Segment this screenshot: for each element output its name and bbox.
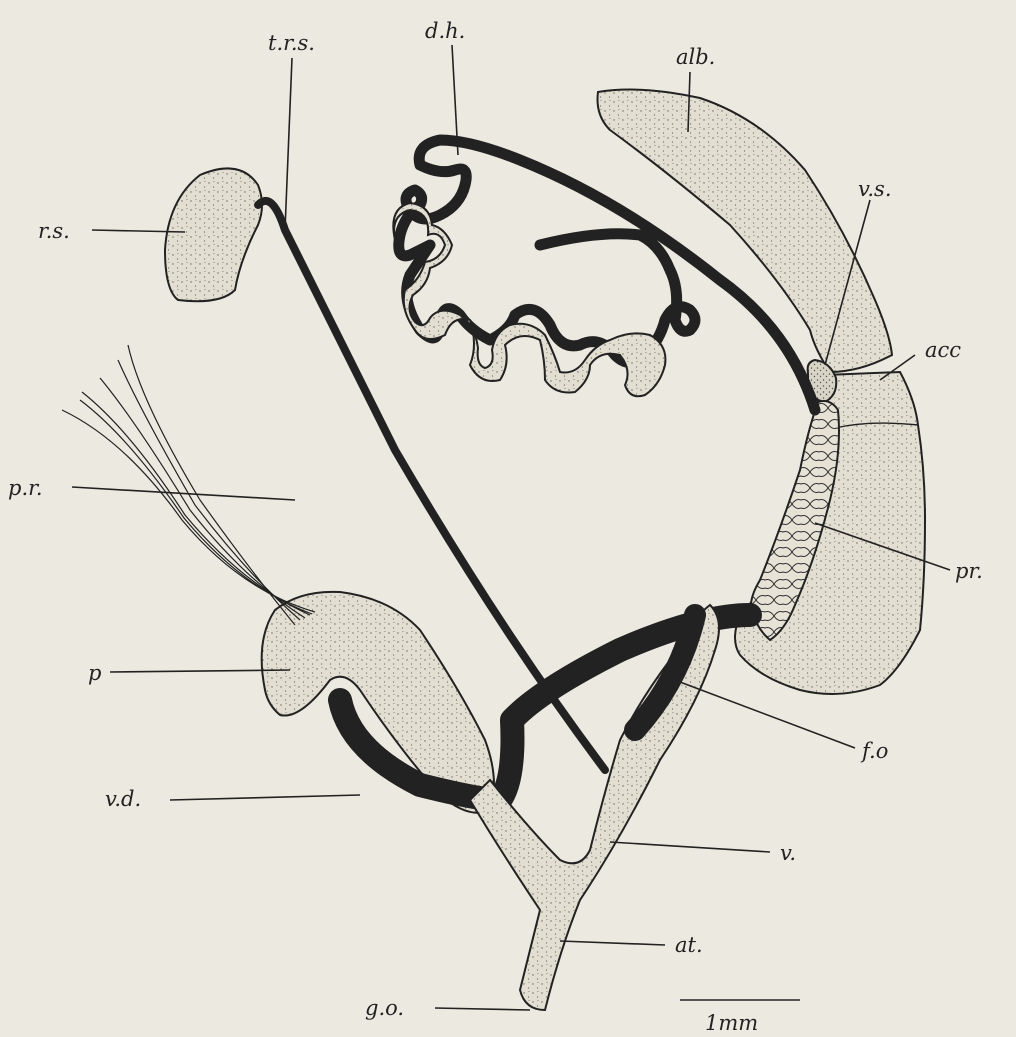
scale-bar: 1mm <box>680 1000 800 1035</box>
label-dh: d.h. <box>425 19 465 43</box>
label-fo: f.o <box>860 739 888 763</box>
label-go: g.o. <box>365 996 404 1020</box>
penial-retractor <box>62 345 315 625</box>
penis <box>262 592 494 813</box>
label-pr-right: pr. <box>955 559 983 583</box>
label-trs: t.r.s. <box>268 31 315 55</box>
label-p: p <box>88 661 101 685</box>
label-pr-left: p.r. <box>8 476 43 500</box>
label-rs: r.s. <box>38 219 70 243</box>
label-vd: v.d. <box>105 787 141 811</box>
scale-bar-label: 1mm <box>705 1011 758 1035</box>
label-at: at. <box>675 933 703 957</box>
receptaculum-seminis <box>165 168 262 301</box>
label-alb: alb. <box>676 45 715 69</box>
label-v: v. <box>780 841 796 865</box>
label-vs: v.s. <box>858 177 892 201</box>
label-acc: acc <box>925 338 961 362</box>
